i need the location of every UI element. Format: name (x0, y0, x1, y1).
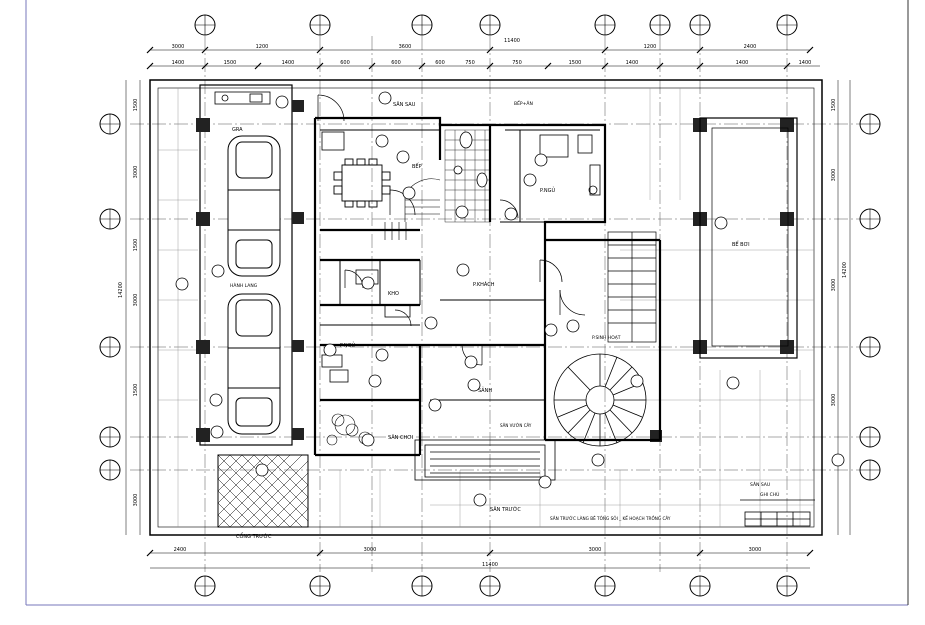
pool (699, 117, 798, 359)
dim-right-seg-1: 1500 (831, 99, 837, 112)
toilet-fixtures (453, 131, 488, 188)
dim-top-seg-3: 3600 (399, 44, 412, 50)
label-wc-room: P.NGỦ (340, 341, 355, 349)
footer-note: SÂN TRƯỚC LÀNG BÊ TÔNG SỎI _ KẾ HOẠCH TR… (550, 515, 671, 521)
entrance-steps (414, 439, 556, 481)
dim-top-detail-9: 1500 (569, 60, 582, 66)
dim-left-seg-6: 3000 (133, 494, 139, 507)
dim-top-seg-5: 2400 (744, 44, 757, 50)
dim-top-seg-2: 1200 (256, 44, 269, 50)
dim-top-detail-12: 1400 (799, 60, 812, 66)
dim-bottom-seg-3: 3000 (589, 547, 602, 553)
label-bedroom: P.NGỦ (540, 186, 555, 194)
grid-bubble-left (99, 113, 121, 481)
paving-pattern (158, 88, 814, 527)
dim-top-detail-1: 1400 (172, 60, 185, 66)
dimension-ticks (146, 46, 814, 557)
dim-top-detail-4: 600 (340, 60, 350, 66)
dim-right-seg-4: 3000 (831, 394, 837, 407)
legend-title: GHI CHÚ (760, 491, 779, 498)
label-hall: SẢNH (478, 386, 492, 394)
legend-box (740, 499, 815, 527)
dim-top-detail-11: 1400 (736, 60, 749, 66)
room-tags (175, 91, 845, 507)
label-porch: SÂN SAU (393, 101, 416, 108)
dim-left-seg-4: 3000 (133, 294, 139, 307)
dim-top-detail-2: 1500 (224, 60, 237, 66)
kitchen-counter (321, 131, 345, 151)
label-front-yard: SÂN TRƯỚC (490, 506, 521, 513)
parking-hatch (217, 454, 309, 528)
dim-bottom-seg-4: 3000 (749, 547, 762, 553)
garage-outline (199, 84, 293, 446)
label-sit: SÂN CHƠI (388, 434, 413, 441)
label-dining: BẾP (412, 162, 422, 170)
dim-top-detail-6: 600 (435, 60, 445, 66)
label-reading: P.SINH HOẠT (592, 335, 621, 341)
garage-bench (214, 91, 271, 105)
dim-overall-left: 14200 (118, 282, 124, 298)
dim-top-detail-5: 600 (391, 60, 401, 66)
spiral-stair (553, 353, 647, 447)
dim-right-seg-2: 3000 (831, 169, 837, 182)
dim-bottom-seg-1: 2400 (174, 547, 187, 553)
label-void: BỂ BƠI (732, 240, 750, 248)
straight-stair (607, 231, 657, 343)
site-boundary-inner (157, 87, 815, 528)
car-bottom (227, 293, 281, 435)
garden-note: SÂN VƯỜN CÂY (500, 423, 532, 428)
dim-top-detail-7: 750 (465, 60, 475, 66)
notes: SÂN VƯỜN CÂY SÂN TRƯỚC LÀNG BÊ TÔNG SỎI … (500, 423, 779, 521)
label-kitchen-top: BẾP+ĂN (514, 99, 533, 107)
label-garage: GRA (232, 127, 243, 133)
house-walls (313, 116, 662, 457)
label-balcony: SÂN SAU (750, 481, 770, 488)
dim-top-seg-4: 1200 (644, 44, 657, 50)
dim-left-seg-2: 3000 (133, 166, 139, 179)
dim-overall-right: 14200 (842, 262, 848, 278)
bedroom-furniture (539, 134, 601, 196)
dining-table (333, 158, 391, 208)
label-storage: KHO (388, 291, 399, 297)
grid-bubble-crosshairs (100, 15, 880, 596)
grid-bubble-right (859, 113, 881, 481)
label-living: P.KHÁCH (473, 281, 495, 288)
label-parking: CỔNG TRƯỚC (236, 532, 272, 540)
columns (196, 100, 794, 442)
site-boundary (149, 79, 823, 536)
dim-top-detail-10: 1400 (626, 60, 639, 66)
dim-overall-top: 11400 (504, 38, 520, 44)
dim-overall-bottom: 11400 (482, 562, 498, 568)
interior-thin-walls (320, 129, 605, 401)
label-hallway: HÀNH LANG (230, 282, 258, 289)
dim-top-detail-3: 1400 (282, 60, 295, 66)
dim-bottom-seg-2: 3000 (364, 547, 377, 553)
dim-left-seg-3: 1500 (133, 239, 139, 252)
garden-plants (326, 413, 372, 446)
car-top (227, 135, 281, 277)
dim-right-seg-3: 3000 (831, 279, 837, 292)
dim-top-seg-1: 3000 (172, 44, 185, 50)
dim-top-detail-8: 750 (512, 60, 522, 66)
room-labels: GRA SÂN SAU BẾP+ĂN BẾP P.NGỦ P.KHÁCH KHO… (230, 99, 770, 540)
dimension-texts: 11400 11400 14200 14200 3000 1200 3600 1… (118, 38, 848, 568)
dim-left-seg-5: 1500 (133, 384, 139, 397)
dim-left-seg-1: 1500 (133, 99, 139, 112)
